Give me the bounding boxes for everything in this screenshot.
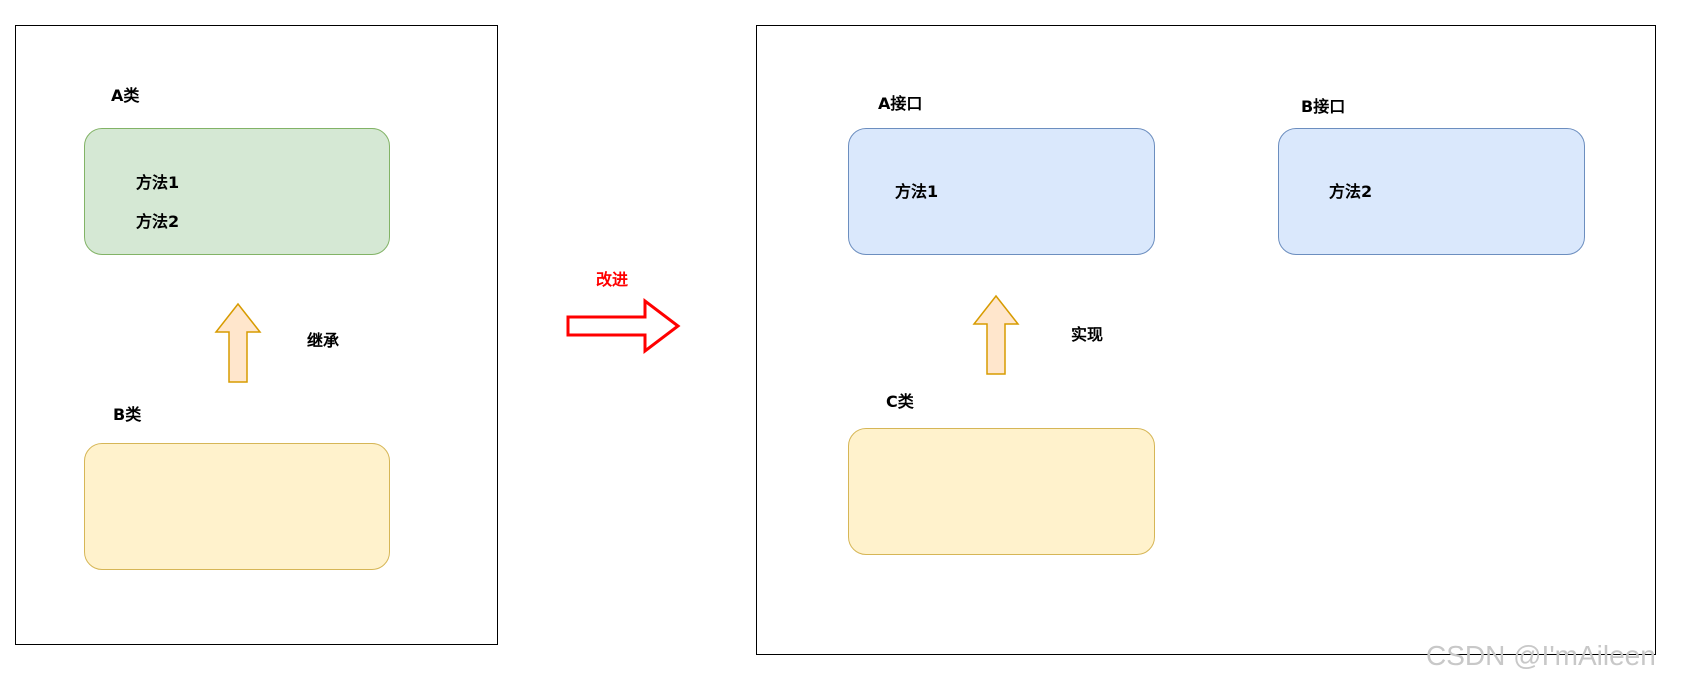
implement-label: 实现	[1071, 325, 1104, 344]
class-c-title: C类	[886, 392, 914, 411]
implement-arrow	[972, 294, 1020, 375]
class-a-method-2: 方法2	[136, 212, 180, 231]
class-a-box	[84, 128, 390, 255]
class-a-method-1: 方法1	[136, 173, 180, 192]
class-c-box	[848, 428, 1155, 555]
interface-a-method: 方法1	[895, 182, 939, 201]
inherit-label: 继承	[307, 331, 340, 350]
improve-arrow	[566, 297, 681, 355]
interface-b-title: B接口	[1301, 97, 1346, 116]
inherit-arrow	[214, 302, 262, 383]
interface-b-box	[1278, 128, 1585, 255]
interface-b-method: 方法2	[1329, 182, 1373, 201]
class-a-title: A类	[111, 86, 140, 105]
improve-label: 改进	[596, 270, 629, 289]
interface-a-box	[848, 128, 1155, 255]
right-panel	[756, 25, 1656, 655]
class-b-box	[84, 443, 390, 570]
class-b-title: B类	[113, 405, 142, 424]
interface-a-title: A接口	[878, 94, 923, 113]
watermark: CSDN @I'mAileen	[1426, 640, 1656, 671]
